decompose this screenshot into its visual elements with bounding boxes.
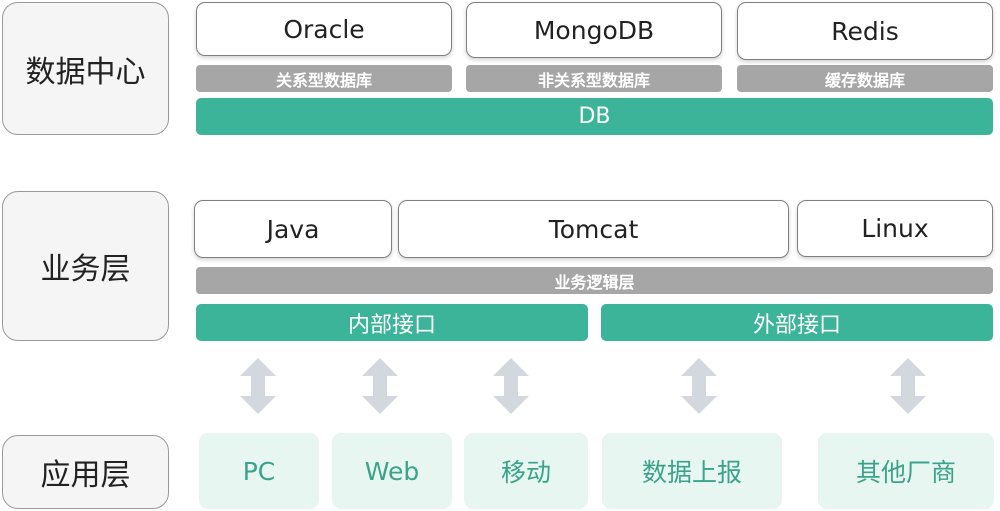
tech-label: Java	[266, 214, 320, 244]
layer-data-center: 数据中心	[2, 2, 169, 135]
app-box-mobile: 移动	[464, 433, 588, 509]
category-bar-relational: 关系型数据库	[196, 65, 452, 92]
tech-label: Linux	[861, 214, 929, 243]
app-label: 数据上报	[641, 458, 742, 487]
tech-box-tomcat: Tomcat	[398, 200, 789, 258]
tech-label: Redis	[831, 16, 899, 46]
internal-interface-bar: 内部接口	[196, 304, 588, 341]
tech-box-linux: Linux	[797, 200, 993, 257]
app-box-data-report: 数据上报	[602, 433, 782, 509]
tech-box-redis: Redis	[737, 2, 993, 60]
layer-label: 应用层	[40, 458, 131, 493]
category-bar-nonrelational: 非关系型数据库	[466, 65, 722, 92]
tech-box-oracle: Oracle	[196, 2, 452, 56]
external-interface-bar: 外部接口	[601, 304, 993, 341]
layer-label: 数据中心	[25, 54, 146, 90]
category-bar-cache: 缓存数据库	[737, 65, 993, 92]
tech-label: Oracle	[283, 14, 365, 44]
layer-application: 应用层	[2, 435, 169, 509]
app-box-other-vendors: 其他厂商	[818, 433, 994, 509]
interface-label: 外部接口	[752, 312, 841, 338]
tech-box-mongodb: MongoDB	[466, 2, 722, 58]
tech-box-java: Java	[194, 200, 392, 258]
interface-label: 内部接口	[347, 312, 436, 338]
double-vertical-arrow-icon	[679, 358, 719, 414]
db-bar: DB	[196, 98, 993, 135]
app-label: 其他厂商	[855, 458, 956, 487]
app-label: PC	[242, 456, 276, 486]
app-box-web: Web	[332, 433, 452, 509]
logic-label: 业务逻辑层	[554, 272, 635, 292]
double-vertical-arrow-icon	[888, 358, 928, 414]
category-label: 缓存数据库	[824, 70, 905, 90]
double-vertical-arrow-icon	[238, 358, 278, 414]
double-vertical-arrow-icon	[360, 358, 400, 414]
tech-label: MongoDB	[533, 15, 655, 45]
category-label: 非关系型数据库	[537, 70, 650, 90]
tech-label: Tomcat	[548, 214, 639, 244]
app-label: Web	[364, 456, 420, 486]
double-vertical-arrow-icon	[491, 358, 531, 414]
layer-business: 业务层	[2, 191, 169, 341]
category-label: 关系型数据库	[275, 70, 372, 90]
db-label: DB	[578, 104, 611, 129]
business-logic-bar: 业务逻辑层	[196, 267, 993, 294]
layer-label: 业务层	[40, 252, 131, 287]
app-label: 移动	[500, 458, 551, 487]
app-box-pc: PC	[199, 433, 319, 509]
